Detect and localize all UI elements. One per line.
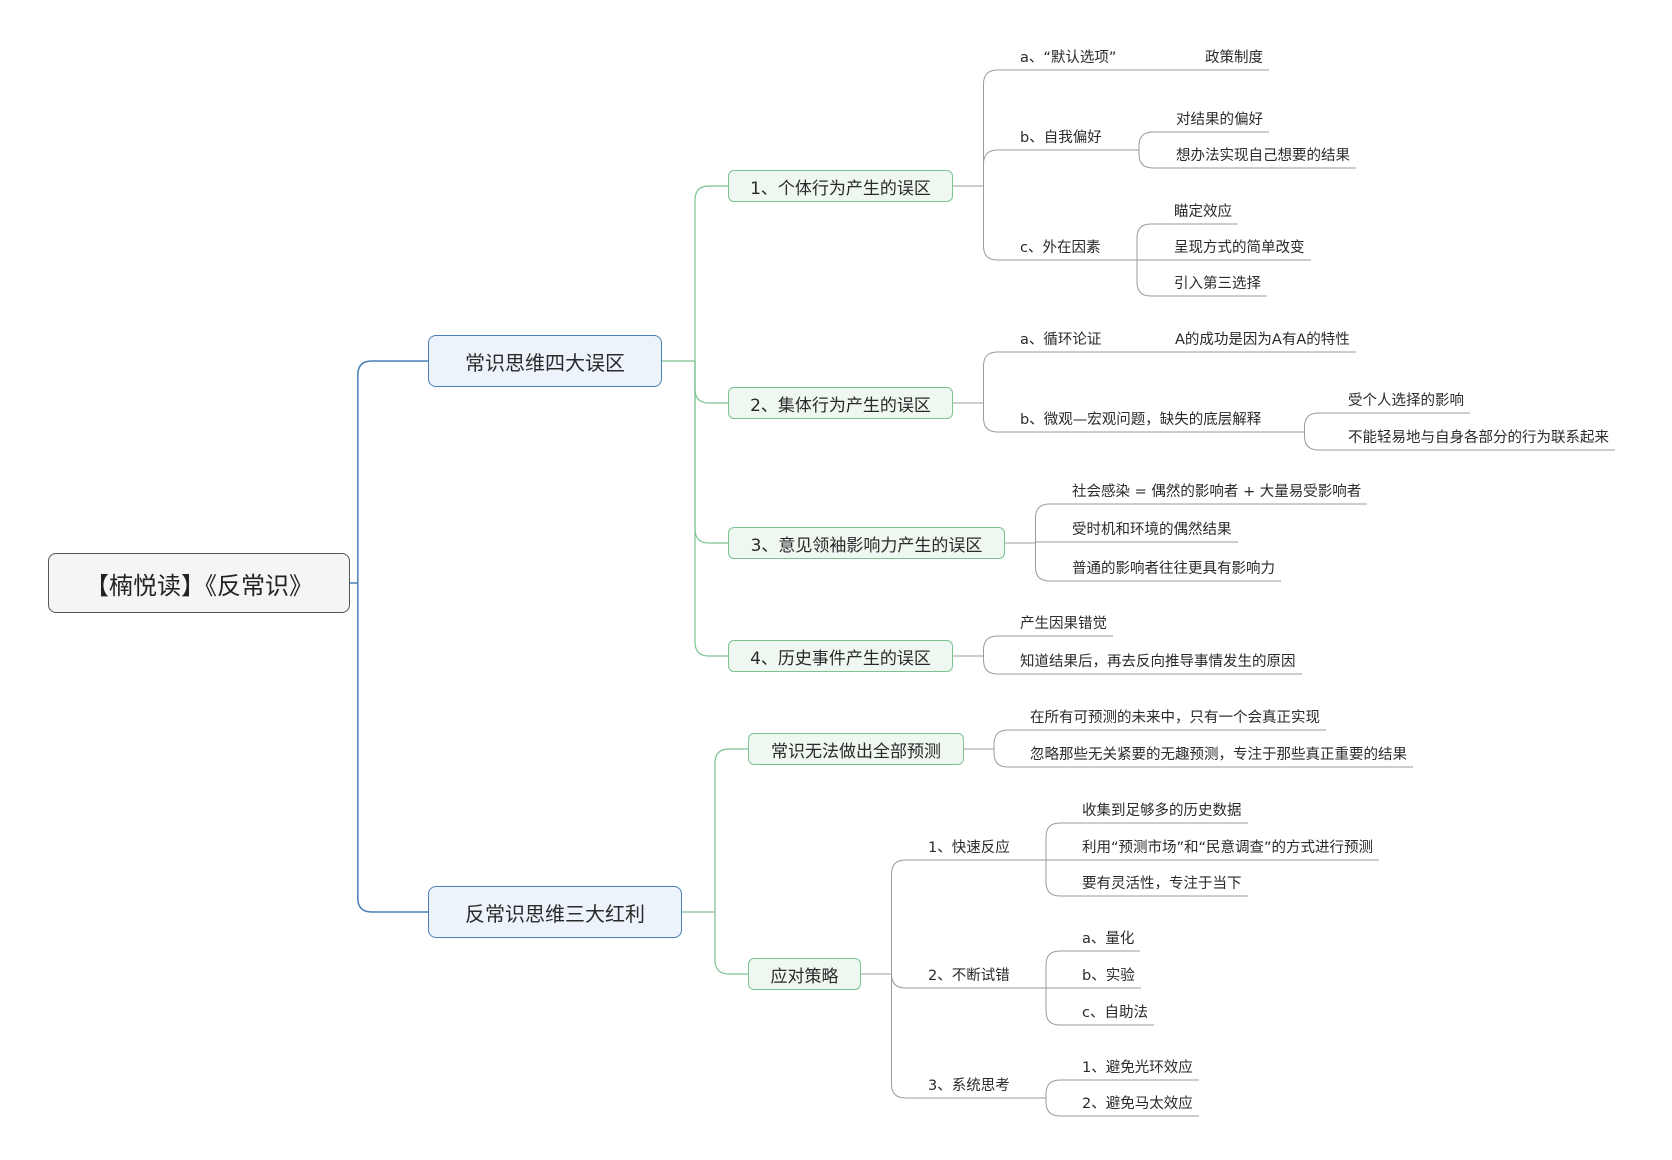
- connector: [1304, 412, 1342, 432]
- subtopic-historical-events[interactable]: 4、历史事件产生的误区: [728, 640, 953, 672]
- connector: [1304, 432, 1342, 451]
- connector: [1045, 822, 1076, 860]
- topic-avoid-matthew-effect[interactable]: 2、避免马太效应: [1082, 1096, 1193, 1112]
- topic-only-one-future[interactable]: 在所有可预测的未来中，只有一个会真正实现: [1030, 710, 1320, 726]
- topic-presentation-change[interactable]: 呈现方式的简单改变: [1174, 240, 1305, 256]
- topic-quick-response[interactable]: 1、快速反应: [928, 840, 1010, 856]
- root-topic[interactable]: 【楠悦读】《反常识》: [48, 553, 350, 613]
- topic-a-success[interactable]: A的成功是因为A有A的特性: [1175, 332, 1350, 348]
- connector: [983, 149, 1014, 186]
- subtopic-cannot-predict-all[interactable]: 常识无法做出全部预测: [748, 733, 964, 765]
- topic-trial-and-error[interactable]: 2、不断试错: [928, 968, 1010, 984]
- topic-hindsight-reasoning[interactable]: 知道结果后，再去反向推导事情发生的原因: [1020, 654, 1296, 670]
- topic-experiment[interactable]: b、实验: [1082, 968, 1135, 984]
- connector: [983, 656, 1014, 675]
- connector: [983, 69, 1014, 186]
- subtopic-coping-strategies[interactable]: 应对策略: [748, 958, 861, 990]
- topic-collect-history-data[interactable]: 收集到足够多的历史数据: [1082, 803, 1242, 819]
- topic-policy[interactable]: 政策制度: [1205, 50, 1263, 66]
- main-topic-counter-intuition-dividends[interactable]: 反常识思维三大红利: [428, 886, 682, 938]
- connector: [891, 973, 922, 989]
- topic-quantify[interactable]: a、量化: [1082, 931, 1135, 947]
- topic-social-contagion[interactable]: 社会感染 = 偶然的影响者 + 大量易受影响者: [1072, 484, 1362, 500]
- connector: [1045, 950, 1076, 988]
- topic-causal-illusion[interactable]: 产生因果错觉: [1020, 616, 1107, 632]
- topic-circular-reasoning[interactable]: a、循环论证: [1020, 332, 1102, 348]
- connector: [714, 912, 748, 975]
- topic-ignore-trivial-predictions[interactable]: 忽略那些无关紧要的无趣预测，专注于那些真正重要的结果: [1030, 747, 1407, 763]
- topic-self-preference[interactable]: b、自我偏好: [1020, 130, 1102, 146]
- topic-default-option[interactable]: a、“默认选项”: [1020, 50, 1117, 66]
- connector: [1045, 1079, 1076, 1098]
- connector: [983, 351, 1014, 403]
- connector: [1045, 988, 1076, 1026]
- connector: [891, 974, 922, 1099]
- topic-achieve-desired-result[interactable]: 想办法实现自己想要的结果: [1176, 148, 1350, 164]
- topic-systems-thinking[interactable]: 3、系统思考: [928, 1078, 1010, 1094]
- connector: [357, 583, 428, 913]
- connector: [993, 729, 1024, 749]
- topic-bootstrap[interactable]: c、自助法: [1082, 1005, 1148, 1021]
- topic-avoid-halo-effect[interactable]: 1、避免光环效应: [1082, 1060, 1193, 1076]
- connector: [1045, 1098, 1076, 1117]
- connector: [357, 360, 428, 583]
- topic-external-factors[interactable]: c、外在因素: [1020, 240, 1101, 256]
- connector: [1035, 543, 1066, 582]
- topic-individual-choice[interactable]: 受个人选择的影响: [1348, 393, 1464, 409]
- subtopic-opinion-leader[interactable]: 3、意见领袖影响力产生的误区: [728, 527, 1005, 559]
- connector: [1136, 223, 1168, 260]
- topic-third-option[interactable]: 引入第三选择: [1174, 276, 1261, 292]
- connector: [694, 361, 728, 544]
- connector: [1138, 131, 1170, 150]
- connector: [694, 185, 728, 361]
- topic-result-preference[interactable]: 对结果的偏好: [1176, 112, 1263, 128]
- main-topic-common-sense-pitfalls[interactable]: 常识思维四大误区: [428, 335, 662, 387]
- topic-prediction-markets[interactable]: 利用“预测市场”和“民意调查”的方式进行预测: [1082, 840, 1374, 856]
- connector: [1035, 541, 1066, 544]
- connector: [983, 186, 1014, 261]
- connector: [694, 361, 728, 657]
- connector: [1138, 150, 1170, 169]
- topic-timing-environment[interactable]: 受时机和环境的偶然结果: [1072, 522, 1232, 538]
- connector: [983, 635, 1014, 656]
- connector: [694, 361, 728, 404]
- subtopic-individual-behavior[interactable]: 1、个体行为产生的误区: [728, 170, 953, 202]
- topic-micro-macro[interactable]: b、微观—宏观问题，缺失的底层解释: [1020, 412, 1262, 428]
- topic-flexibility[interactable]: 要有灵活性，专注于当下: [1082, 876, 1242, 892]
- connector: [714, 748, 748, 912]
- topic-cannot-link-behaviors[interactable]: 不能轻易地与自身各部分的行为联系起来: [1348, 430, 1609, 446]
- connector: [983, 403, 1014, 433]
- connector: [891, 859, 922, 974]
- topic-anchoring-effect[interactable]: 瞄定效应: [1174, 204, 1232, 220]
- connector: [1035, 503, 1066, 543]
- connector: [1136, 260, 1168, 297]
- connector: [993, 749, 1024, 768]
- subtopic-collective-behavior[interactable]: 2、集体行为产生的误区: [728, 387, 953, 419]
- connector: [1045, 860, 1076, 897]
- topic-ordinary-influencer[interactable]: 普通的影响者往往更具有影响力: [1072, 561, 1275, 577]
